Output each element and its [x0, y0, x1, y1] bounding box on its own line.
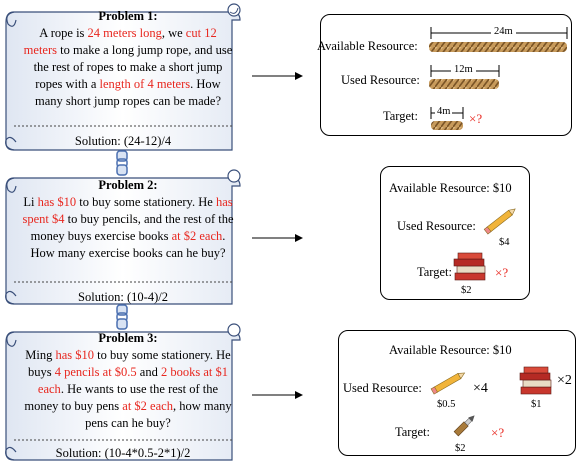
pencil-icon-3 — [430, 372, 466, 395]
chain-connector-1 — [116, 150, 128, 176]
pencil-price: $4 — [499, 237, 510, 248]
target-label-2: Target: — [417, 265, 452, 279]
used-resource-label: Used Resource: — [341, 73, 420, 87]
problem-1-title: Problem 1: — [98, 9, 158, 23]
unknown-count-2: ×? — [495, 265, 509, 280]
pen-price: $2 — [455, 443, 466, 454]
books-icon-3 — [519, 366, 552, 395]
problem-1-solution: Solution: (24-12)/4 — [74, 134, 172, 148]
problem-text-segment: . He wants to use the rest of the money … — [24, 382, 219, 413]
rope-24m — [429, 42, 567, 52]
problem-text-segment: . How many exercise books can he buy? — [30, 229, 226, 260]
problem-text-segment: and — [136, 365, 161, 379]
problem-text-segment: to buy some stationery. He — [76, 195, 216, 209]
target-label: Target: — [383, 109, 418, 123]
problem-text-segment: , we — [161, 26, 186, 40]
rope-4m — [431, 121, 463, 130]
unknown-count-3: ×? — [491, 425, 505, 440]
rope-12m — [429, 79, 499, 89]
scroll-3-graphic — [5, 323, 241, 461]
rope-measures — [429, 27, 568, 130]
length-24m: 24m — [491, 26, 516, 37]
length-12m: 12m — [451, 64, 476, 75]
problem-3-text: Ming has $10 to buy some stationery. He … — [22, 347, 234, 432]
resource-panel-2: Available Resource: $10 Used Resource: $… — [380, 166, 530, 300]
pencil-count: ×4 — [473, 381, 488, 396]
problem-text-segment: to buy pencils, and the rest of the mone… — [30, 212, 234, 243]
chain-connector-2 — [116, 304, 128, 330]
problem-text-segment: A rope is — [39, 26, 88, 40]
problem-text-segment: to buy some stationery. He buys — [27, 348, 231, 379]
book-price: $2 — [461, 285, 472, 296]
used-resource-label-2: Used Resource: — [397, 219, 476, 233]
target-label-3: Target: — [395, 425, 430, 439]
used-resource-label-3: Used Resource: — [343, 381, 422, 395]
available-resource-label-2: Available Resource: $10 — [389, 181, 512, 195]
problem-3-title: Problem 3: — [98, 331, 158, 345]
problem-1-text: A rope is 24 meters long, we cut 12 mete… — [22, 25, 234, 110]
unknown-count-1: ×? — [469, 111, 483, 126]
problem-text-segment: . How many short jump ropes can be made? — [34, 77, 222, 108]
pencil-price-3: $0.5 — [437, 399, 456, 410]
books-icon — [453, 252, 486, 281]
highlighted-quantity: 24 meters long — [87, 26, 162, 40]
problem-2-title: Problem 2: — [98, 178, 158, 192]
scroll-2-graphic — [5, 169, 241, 305]
problem-text-segment: Li — [23, 195, 38, 209]
highlighted-quantity: 2 books at $1 each — [37, 365, 228, 396]
length-4m: 4m — [435, 106, 453, 117]
highlighted-quantity: has spent $4 — [22, 195, 233, 226]
highlighted-quantity: has $10 — [55, 348, 95, 362]
highlighted-quantity: 4 pencils at $0.5 — [54, 365, 137, 379]
problem-2-text: Li has $10 to buy some stationery. He ha… — [22, 194, 234, 262]
highlighted-quantity: cut 12 meters — [23, 26, 217, 57]
problem-text-segment: , how many pens can he buy? — [85, 399, 232, 430]
highlighted-quantity: length of 4 meters — [99, 77, 191, 91]
problem-text-segment: to make a long jump rope, and use the re… — [33, 43, 233, 91]
pen-icon — [453, 415, 475, 437]
problem-3-solution: Solution: (10-4*0.5-2*1)/2 — [55, 446, 191, 460]
highlighted-quantity: at $2 each — [122, 399, 173, 413]
scroll-1-graphic — [5, 3, 241, 151]
pencil-icon — [483, 208, 516, 235]
available-resource-label-3: Available Resource: $10 — [389, 343, 512, 357]
problem-text-segment: Ming — [25, 348, 56, 362]
book-count: ×2 — [557, 373, 572, 388]
book-price-3: $1 — [531, 399, 542, 410]
resource-panel-1: Available Resource: Used Resource: Targe… — [317, 14, 572, 136]
available-resource-label: Available Resource: — [317, 39, 418, 53]
highlighted-quantity: at $2 each — [171, 229, 223, 243]
problem-2-solution: Solution: (10-4)/2 — [78, 290, 168, 304]
resource-panel-3: Available Resource: $10 Used Resource: ×… — [338, 330, 576, 456]
highlighted-quantity: has $10 — [37, 195, 77, 209]
